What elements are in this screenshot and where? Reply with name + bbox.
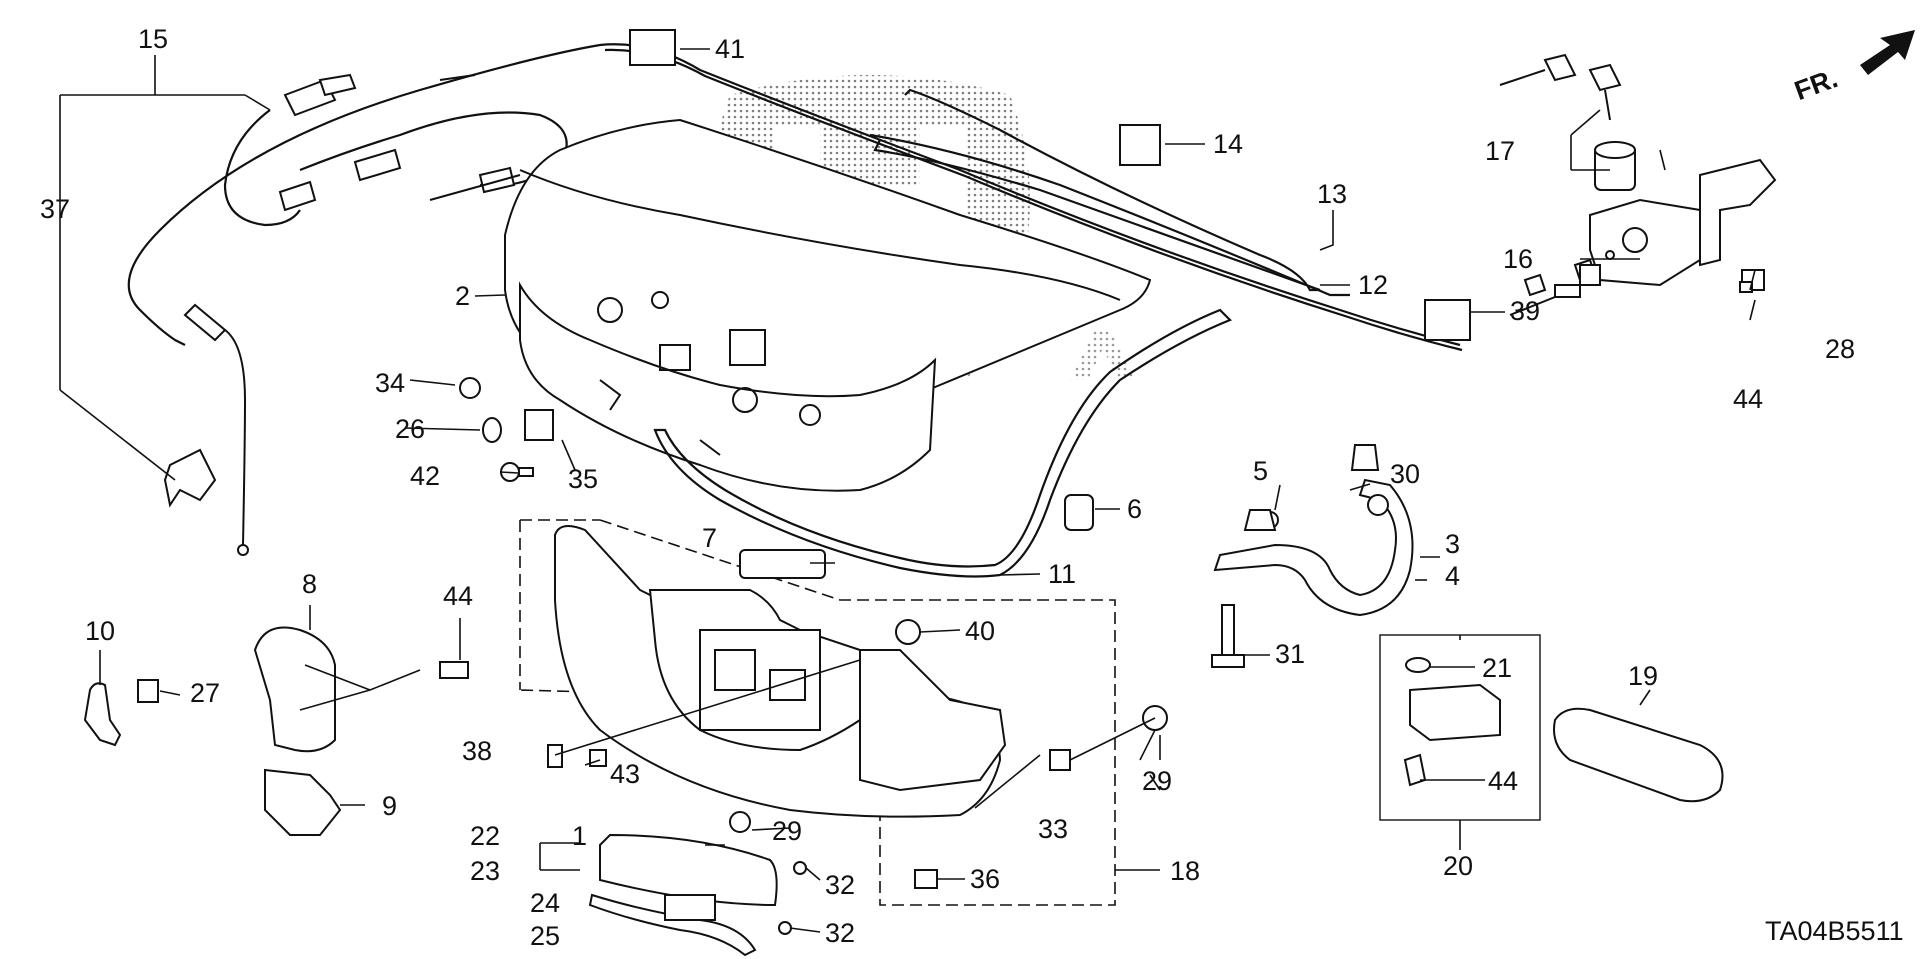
callout-11: 11 (1048, 559, 1076, 589)
callout-33: 33 (1038, 814, 1068, 844)
callout-32-upper: 32 (825, 870, 855, 900)
trunk-hinge (1213, 478, 1414, 617)
callout-31: 31 (1275, 639, 1305, 669)
callout-13: 13 (1317, 179, 1347, 209)
callout-44-lock: 44 (1733, 384, 1763, 414)
callout-23: 23 (470, 856, 500, 886)
diagram-code: TA04B5511 (1765, 916, 1904, 946)
trunk-handle-switch (1403, 657, 1501, 787)
callout-44-handle: 44 (1488, 766, 1518, 796)
callout-28: 28 (1825, 334, 1855, 364)
callout-21: 21 (1482, 653, 1512, 683)
trunk-garnish (554, 525, 1007, 818)
leader-lines (99, 48, 1756, 933)
latch-bracket-parts (83, 626, 342, 836)
callout-9: 9 (382, 791, 397, 821)
callout-17: 17 (1485, 136, 1515, 166)
callout-2: 2 (455, 281, 470, 311)
callout-5: 5 (1253, 456, 1268, 486)
callout-27: 27 (190, 678, 220, 708)
group-brackets (59, 55, 1610, 871)
callout-42: 42 (410, 461, 440, 491)
trunk-lock-assembly (1499, 53, 1777, 316)
callout-24: 24 (530, 888, 560, 918)
callout-44-latch: 44 (443, 581, 473, 611)
weatherstrip (653, 308, 1232, 578)
small-fasteners (137, 29, 1765, 935)
callout-36: 36 (970, 864, 1000, 894)
callout-16: 16 (1503, 244, 1533, 274)
callout-18: 18 (1170, 856, 1200, 886)
callout-4: 4 (1445, 561, 1460, 591)
callout-35: 35 (568, 464, 598, 494)
callout-20: 20 (1443, 851, 1473, 881)
callout-1: 1 (572, 821, 587, 851)
callout-3: 3 (1445, 529, 1460, 559)
callout-29-bottom: 29 (772, 816, 802, 846)
torsion-rods (869, 88, 1350, 297)
callout-8: 8 (302, 569, 317, 599)
front-direction-arrow: FR. (1791, 30, 1915, 106)
callout-19: 19 (1628, 661, 1658, 691)
callout-12: 12 (1358, 270, 1388, 300)
fuel-lid-cable-assembly (163, 73, 568, 556)
callout-41: 41 (715, 34, 745, 64)
callout-34: 34 (375, 368, 405, 398)
callout-15: 15 (138, 24, 168, 54)
callout-32-lower: 32 (825, 918, 855, 948)
callout-39: 39 (1510, 296, 1540, 326)
callout-30: 30 (1390, 459, 1420, 489)
direction-label: FR. (1791, 63, 1842, 106)
trunk-handle-cover (1553, 707, 1724, 803)
release-cable-loop-inner (604, 48, 1463, 352)
callout-7: 7 (702, 523, 717, 553)
callout-labels: 1 2 3 4 5 6 7 8 9 10 11 12 13 14 15 16 1… (40, 24, 1855, 951)
callout-6: 6 (1127, 494, 1142, 524)
callout-43: 43 (610, 759, 640, 789)
callout-14: 14 (1213, 129, 1243, 159)
callout-37: 37 (40, 194, 70, 224)
callout-10: 10 (85, 616, 115, 646)
callout-40: 40 (965, 616, 995, 646)
license-garnish-moulding (588, 833, 778, 957)
callout-38: 38 (462, 736, 492, 766)
callout-26: 26 (395, 414, 425, 444)
trunk-lid (504, 118, 1152, 492)
release-cable-loop (127, 43, 1461, 347)
callout-25: 25 (530, 921, 560, 951)
garnish-group-outline (519, 519, 1116, 906)
callout-29-right: 29 (1142, 766, 1172, 796)
callout-22: 22 (470, 821, 500, 851)
